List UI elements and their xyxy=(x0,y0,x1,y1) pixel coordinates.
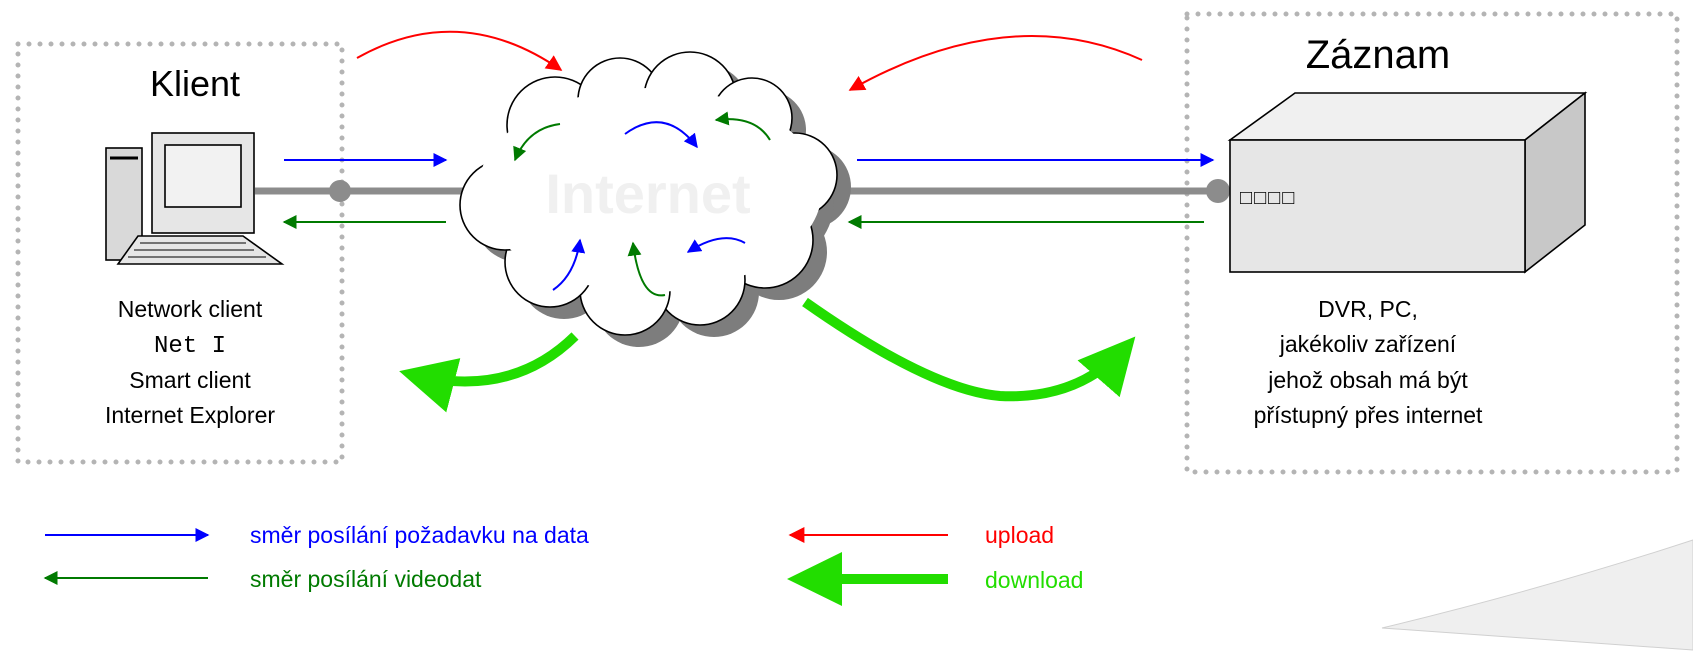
legend-request-label: směr posílání požadavku na data xyxy=(250,522,589,548)
download-arrow-record xyxy=(802,297,1136,402)
upload-arrow-client xyxy=(356,30,563,71)
client-title: Klient xyxy=(150,63,240,104)
cloud-arrow-request xyxy=(624,121,698,149)
internet-label: Internet xyxy=(545,162,750,225)
client-line: Internet Explorer xyxy=(105,402,275,428)
cloud-arrow-video xyxy=(513,123,561,162)
cloud-arrow-request xyxy=(686,237,746,253)
record-line: DVR, PC, xyxy=(1318,296,1418,322)
internet-cloud xyxy=(459,51,851,347)
cloud-arrow-video xyxy=(627,241,666,297)
computer-icon xyxy=(105,132,285,265)
dvr-indicator-lights: □□□□ xyxy=(1240,187,1296,209)
cloud-arrow-request xyxy=(552,238,586,291)
page-curl-decoration xyxy=(1381,539,1693,651)
record-line: jakékoliv zařízení xyxy=(1279,331,1457,357)
legend-video-label: směr posílání videodat xyxy=(250,566,482,592)
legend-download-arrowhead xyxy=(787,552,842,606)
record-title: Záznam xyxy=(1306,33,1451,77)
client-line: Network client xyxy=(118,296,263,322)
record-cable-node xyxy=(1206,179,1230,203)
record-line: přístupný přes internet xyxy=(1254,402,1483,428)
download-arrow-client xyxy=(399,332,579,413)
client-cable-node xyxy=(329,180,351,202)
cloud-arrow-video xyxy=(714,111,771,141)
upload-arrow-record xyxy=(848,35,1143,91)
client-line: Smart client xyxy=(129,367,251,393)
client-frame xyxy=(15,41,345,465)
legend-download-label: download xyxy=(985,567,1083,593)
client-line: Net I xyxy=(154,333,226,360)
dvr-device-icon xyxy=(1227,91,1588,274)
record-line: jehož obsah má být xyxy=(1267,367,1468,393)
legend-upload-label: upload xyxy=(985,522,1054,548)
